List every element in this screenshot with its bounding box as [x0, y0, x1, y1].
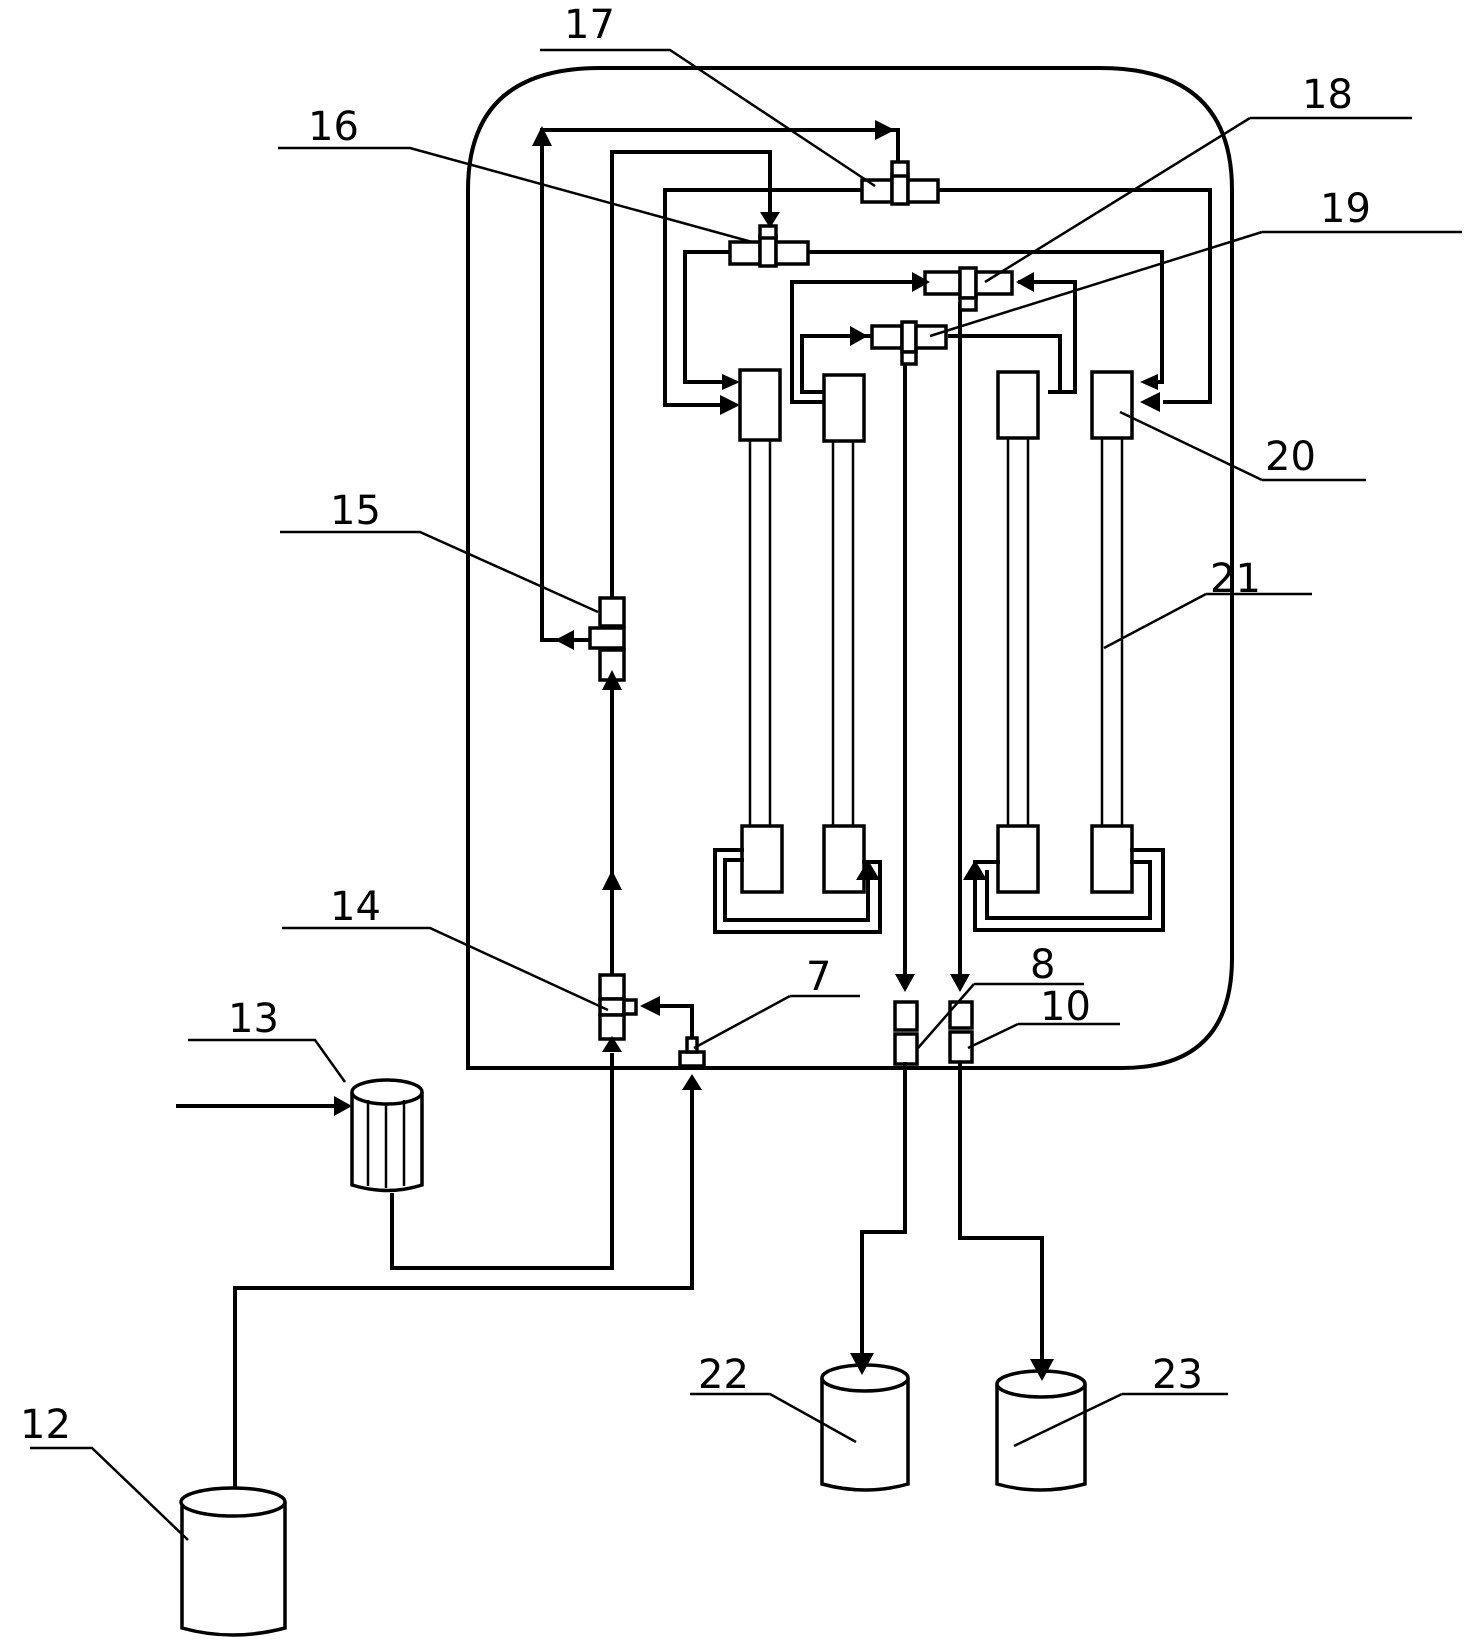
- bottom-loops: [713, 848, 1165, 934]
- tank-12: [179, 1486, 287, 1637]
- label-16: 16: [308, 104, 359, 150]
- manifold-lines: [663, 188, 1212, 984]
- label-18: 18: [1302, 72, 1353, 118]
- main-riser: [540, 128, 900, 1052]
- tank-23: [995, 1369, 1087, 1492]
- valve-15: [588, 596, 626, 682]
- label-8: 8: [1030, 942, 1055, 988]
- valve-16: [728, 224, 810, 268]
- label-13: 13: [228, 996, 279, 1042]
- label-14: 14: [330, 884, 381, 930]
- enclosure: [466, 66, 1234, 1070]
- valve-14: [598, 973, 638, 1041]
- valve-8: [893, 1000, 919, 1066]
- label-10: 10: [1040, 984, 1091, 1030]
- filter-13: [350, 1078, 424, 1193]
- label-22: 22: [698, 1352, 749, 1398]
- column-4: [1090, 370, 1134, 894]
- label-23: 23: [1152, 1352, 1203, 1398]
- outlet-lines: [860, 1062, 1044, 1376]
- component-labels: 17 16 18 19 20 21 15 14 7 8 10 13 12 22 …: [20, 2, 1371, 1448]
- label-20: 20: [1265, 434, 1316, 480]
- flow-arrows: [334, 120, 1160, 1381]
- column-3: [996, 370, 1040, 894]
- label-15: 15: [330, 488, 381, 534]
- label-17: 17: [564, 2, 615, 48]
- tank-22: [820, 1363, 910, 1492]
- valve-10: [948, 1000, 974, 1064]
- label-7: 7: [806, 954, 831, 1000]
- label-21: 21: [1210, 556, 1261, 602]
- leader-lines: [30, 48, 1462, 1541]
- column-1: [738, 368, 784, 894]
- valve-7: [678, 1036, 706, 1068]
- inlet-lines: [176, 1053, 694, 1504]
- valve-17: [860, 160, 940, 206]
- label-12: 12: [20, 1402, 71, 1448]
- column-2: [822, 373, 866, 894]
- valve-18: [923, 266, 1014, 312]
- label-19: 19: [1320, 186, 1371, 232]
- valve-19: [870, 320, 948, 366]
